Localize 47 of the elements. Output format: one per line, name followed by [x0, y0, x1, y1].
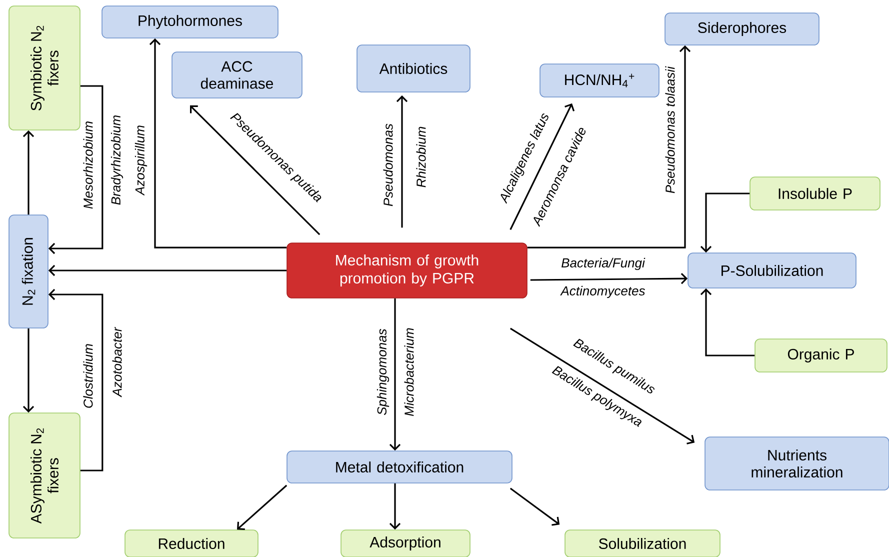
outcome-box: Organic P: [754, 338, 888, 372]
outcome-box: Insoluble P: [750, 176, 880, 210]
process-box: Antibiotics: [356, 44, 470, 92]
edge-label: Pseudomonas: [383, 124, 393, 206]
arrow: [510, 328, 695, 444]
arrow: [149, 38, 287, 248]
edge-label: Sphingomonas: [376, 328, 390, 415]
edge-label: Mesorhizobium: [83, 122, 93, 209]
arrow: [700, 192, 750, 253]
arrow: [22, 130, 34, 215]
arrow: [237, 484, 288, 530]
edge-label: Pseudomonas tolaasii: [665, 66, 675, 194]
process-box: P-Solubilization: [688, 252, 856, 288]
outcome-box: Reduction: [124, 530, 258, 557]
process-box: Metal detoxification: [286, 450, 512, 484]
arrow: [389, 298, 401, 451]
species-label: Microbacterium: [404, 328, 414, 416]
arrow: [700, 288, 755, 356]
edge-label: Azospirillum: [134, 126, 148, 196]
process-box: ACC deaminase: [172, 52, 302, 98]
mechanism-box: Mechanism of growth promotion by PGPR: [286, 242, 528, 298]
species-label: Azotobacter: [112, 326, 122, 398]
process-box: HCN/NH$_{4}$+: [540, 64, 660, 98]
arrow: [190, 105, 320, 236]
arrow: [510, 488, 560, 526]
outcome-box: Symbiotic N$_{2}$ fixers: [8, 6, 80, 130]
outcome-box: Adsorption: [340, 530, 470, 557]
arrow: [510, 103, 575, 230]
process-box: N$_{2}$ fixation: [8, 214, 48, 328]
process-box: Phytohormones: [102, 6, 278, 38]
process-box: Nutrients mineralization: [704, 436, 889, 490]
outcome-box: ASymbiotic N$_{2}$ fixers: [8, 412, 80, 538]
process-box: Siderophores: [664, 12, 820, 46]
arrow: [22, 328, 34, 413]
species-label: Rhizobium: [416, 126, 426, 188]
arrow: [530, 272, 688, 284]
species-label: Bradyrhizobium: [110, 115, 124, 205]
arrow: [396, 95, 408, 228]
arrow: [527, 45, 691, 248]
edge-label: Clostridium: [83, 344, 93, 408]
arrow: [48, 264, 287, 276]
arrow: [48, 288, 104, 472]
edge-label: Bacteria/Fungi: [562, 258, 646, 270]
arrow: [389, 483, 401, 530]
species-label: Actinomycetes: [560, 286, 645, 298]
arrow: [48, 85, 104, 254]
outcome-box: Solubilization: [564, 530, 720, 557]
